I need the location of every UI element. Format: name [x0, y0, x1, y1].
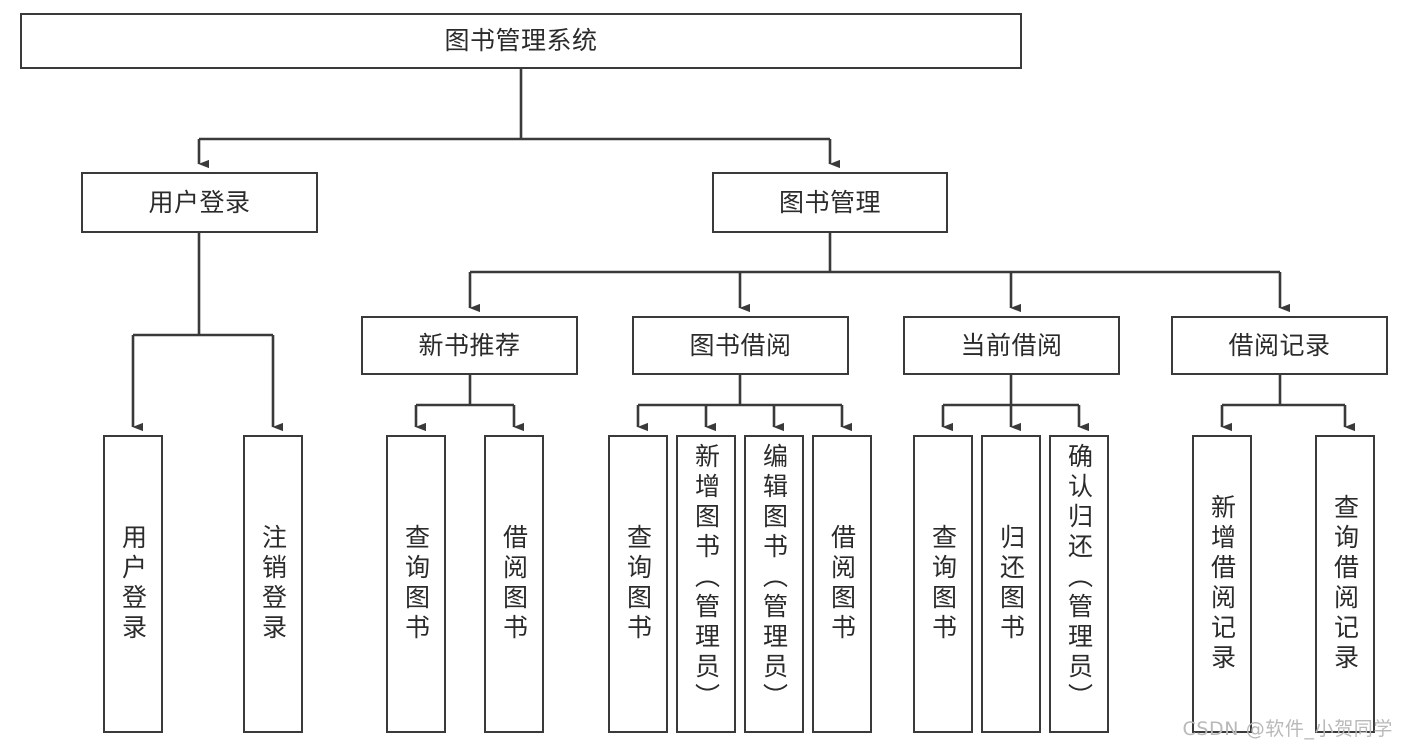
node-book-manage[interactable]: 图书管理	[712, 172, 948, 233]
node-leaf-return-book-label: 归还图书	[996, 524, 1026, 644]
node-leaf-query-record[interactable]: 查询借阅记录	[1315, 435, 1375, 733]
node-leaf-query-book-label: 查询图书	[623, 524, 653, 644]
node-leaf-query-book-rec-label: 查询图书	[401, 524, 431, 644]
node-new-book-rec-label: 新书推荐	[418, 330, 521, 360]
node-leaf-return-book[interactable]: 归还图书	[981, 435, 1041, 733]
node-leaf-user-login[interactable]: 用户登录	[103, 435, 163, 733]
node-user-login[interactable]: 用户登录	[81, 172, 318, 233]
node-leaf-confirm-return-label: 确认归还（管理员）	[1064, 443, 1094, 713]
node-leaf-edit-book-label: 编辑图书（管理员）	[759, 443, 789, 713]
node-leaf-logout[interactable]: 注销登录	[243, 435, 303, 733]
node-leaf-add-record[interactable]: 新增借阅记录	[1192, 435, 1252, 733]
node-leaf-confirm-return[interactable]: 确认归还（管理员）	[1049, 435, 1109, 733]
node-root[interactable]: 图书管理系统	[20, 13, 1022, 69]
node-leaf-add-book-label: 新增图书（管理员）	[691, 443, 721, 713]
node-book-borrow-label: 图书借阅	[689, 330, 792, 360]
node-leaf-add-book[interactable]: 新增图书（管理员）	[676, 435, 736, 733]
node-leaf-logout-label: 注销登录	[258, 524, 288, 644]
node-leaf-borrow-book[interactable]: 借阅图书	[812, 435, 872, 733]
node-book-manage-label: 图书管理	[778, 187, 881, 217]
node-new-book-rec[interactable]: 新书推荐	[361, 316, 578, 375]
node-root-label: 图书管理系统	[444, 26, 598, 55]
node-borrow-record-label: 借阅记录	[1228, 330, 1331, 360]
node-leaf-query-book-cur[interactable]: 查询图书	[913, 435, 973, 733]
node-book-borrow[interactable]: 图书借阅	[632, 316, 849, 375]
node-leaf-borrow-book-label: 借阅图书	[827, 524, 857, 644]
node-leaf-borrow-book-rec-label: 借阅图书	[499, 524, 529, 644]
node-leaf-query-book-cur-label: 查询图书	[928, 524, 958, 644]
node-leaf-query-book-rec[interactable]: 查询图书	[386, 435, 446, 733]
node-user-login-label: 用户登录	[148, 187, 251, 217]
node-leaf-query-book[interactable]: 查询图书	[608, 435, 668, 733]
node-leaf-borrow-book-rec[interactable]: 借阅图书	[484, 435, 544, 733]
node-leaf-edit-book[interactable]: 编辑图书（管理员）	[744, 435, 804, 733]
node-leaf-add-record-label: 新增借阅记录	[1207, 494, 1237, 674]
node-current-borrow-label: 当前借阅	[960, 330, 1063, 360]
node-leaf-user-login-label: 用户登录	[118, 524, 148, 644]
watermark-text: CSDN @软件_小贺同学	[1182, 718, 1393, 740]
node-leaf-query-record-label: 查询借阅记录	[1330, 494, 1360, 674]
node-borrow-record[interactable]: 借阅记录	[1171, 316, 1388, 375]
node-current-borrow[interactable]: 当前借阅	[903, 316, 1120, 375]
